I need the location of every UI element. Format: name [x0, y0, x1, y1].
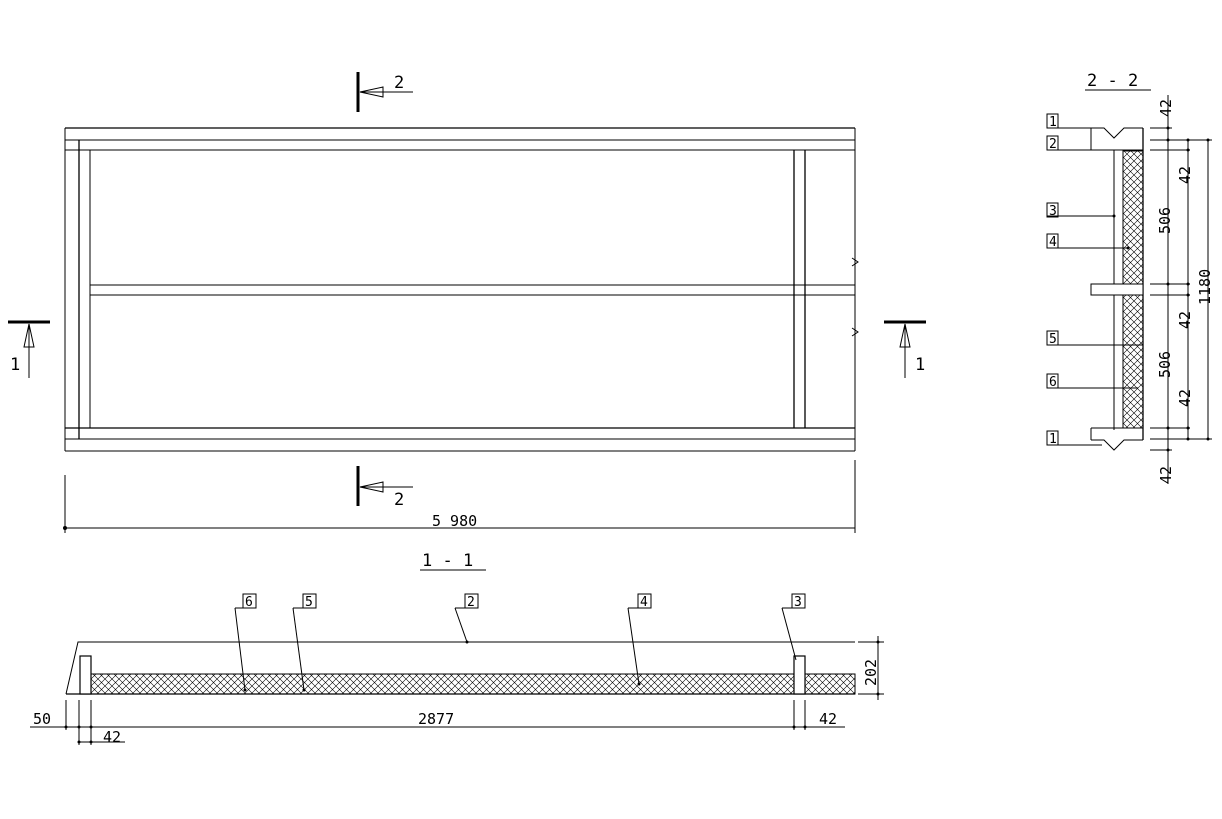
callout-4: 4: [627, 593, 652, 686]
svg-text:6: 6: [1049, 375, 1057, 390]
section-2-2: 2 - 2 1 2 3 4: [1046, 71, 1214, 484]
dim-22-rib-42: 42: [1176, 311, 1194, 329]
plan-view: 2 2 1 1 5 980: [8, 72, 926, 533]
cut-label-2-top: 2: [394, 73, 404, 93]
callout-6: 6: [234, 593, 257, 692]
callout-2-2-1-top: 1: [1046, 113, 1096, 130]
dim-22-bottom-42: 42: [1157, 466, 1175, 484]
svg-text:4: 4: [1049, 235, 1057, 250]
callout-2-2-6: 6: [1046, 373, 1138, 390]
section-cut-2-bottom: 2: [356, 466, 413, 510]
plan-length-value: 5 980: [432, 512, 477, 530]
callout-2-2-3: 3: [1046, 202, 1116, 219]
svg-text:1: 1: [1049, 115, 1057, 130]
plan-frame-outline: [64, 127, 859, 452]
dim-left-member: 42: [103, 728, 121, 746]
callout-2-2-2: 2: [1046, 135, 1092, 152]
dim-height: 202: [862, 659, 880, 686]
dim-22-flange-42: 42: [1176, 166, 1194, 184]
section-cut-2-top: 2: [356, 72, 413, 112]
plan-length-dimension: 5 980: [63, 460, 856, 533]
dim-22-overall: 1180: [1196, 269, 1214, 305]
svg-text:1: 1: [1049, 432, 1057, 447]
svg-text:2: 2: [1049, 137, 1057, 152]
dim-22-upper-506: 506: [1156, 207, 1174, 234]
cut-label-2-bottom: 2: [394, 490, 404, 510]
svg-text:2: 2: [467, 595, 475, 610]
dim-span: 2877: [418, 710, 454, 728]
dim-left-offset: 50: [33, 710, 51, 728]
section-1-1-title: 1 - 1: [422, 551, 473, 571]
section-1-1-dimensions: 50 42 2877 42 202: [30, 636, 884, 746]
dim-22-bottom-flange-42: 42: [1176, 389, 1194, 407]
section-cut-1-right: 1: [884, 320, 926, 378]
callout-2-2-5: 5: [1046, 330, 1143, 347]
dim-22-top-42: 42: [1157, 99, 1175, 117]
callout-2-2-4: 4: [1046, 233, 1130, 250]
callout-2-2-1-bottom: 1: [1046, 430, 1102, 447]
dim-22-lower-506: 506: [1156, 351, 1174, 378]
section-cut-1-left: 1: [8, 320, 50, 378]
callout-2: 2: [454, 593, 479, 644]
callout-3: 3: [781, 593, 806, 661]
svg-text:5: 5: [1049, 332, 1057, 347]
section-2-2-title: 2 - 2: [1087, 71, 1138, 91]
callout-5: 5: [292, 593, 317, 692]
svg-text:5: 5: [305, 595, 313, 610]
section-1-1: 1 - 1 6 5 2: [30, 551, 884, 746]
section-2-2-dimensions: 42 42 506 42 506 42 42 1180: [1150, 95, 1214, 484]
svg-text:6: 6: [245, 595, 253, 610]
svg-text:3: 3: [1049, 204, 1057, 219]
cut-label-1-right: 1: [915, 355, 925, 375]
cut-label-1-left: 1: [10, 355, 20, 375]
dim-right-member: 42: [819, 710, 837, 728]
svg-text:4: 4: [640, 595, 648, 610]
svg-text:3: 3: [794, 595, 802, 610]
